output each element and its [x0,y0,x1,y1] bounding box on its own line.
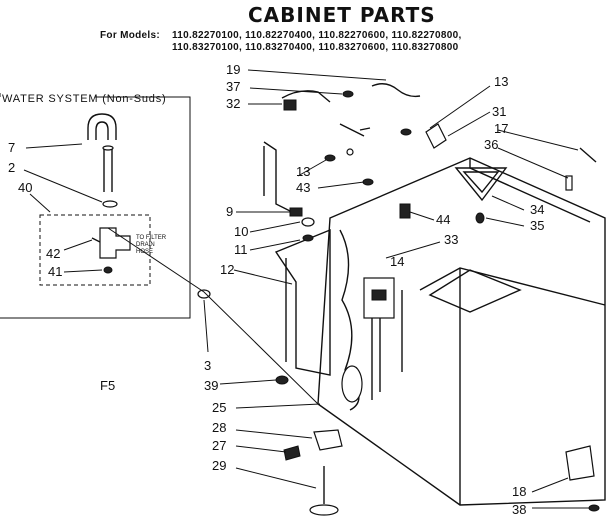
callout-13-lower: 13 [296,164,310,179]
inner-tub-top [428,269,522,313]
assembly-dashed-box [39,214,151,286]
callout-3: 3 [204,358,211,373]
rear-panel [274,228,331,376]
callout-38: 38 [512,502,526,517]
clip-27 [283,445,301,461]
inset-border [0,93,191,319]
callout-2: 2 [8,160,15,175]
water-system-label: WATER SYSTEM (Non-Suds) [2,93,166,105]
wire-harness [371,83,421,98]
filter-note-2: DRAIN [136,242,155,248]
tee-cap [103,266,113,274]
callout-9: 9 [226,204,233,219]
callout-37: 37 [226,79,240,94]
callout-44: 44 [436,212,450,227]
callout-18: 18 [512,484,526,499]
v-brace [454,167,508,202]
hose-pipe [263,141,297,215]
callout-10: 10 [234,224,248,239]
callout-31: 31 [492,104,506,119]
callout-40: 40 [18,180,32,195]
pipe [103,148,113,192]
leg-foot [309,504,339,516]
cabinet-vent [341,365,363,403]
key-17 [579,147,597,163]
callout-32: 32 [226,96,240,111]
screw [342,90,354,98]
water-system-inset: WATER SYSTEM (Non-Suds) TO FILTER DRAIN … [0,93,191,319]
cabinet-body [317,157,606,506]
callout-34: 34 [530,202,544,217]
bottom-parts [197,289,600,516]
clip-44 [399,203,411,219]
models-line-1: 110.82270100, 110.82270400, 110.82270600… [172,30,462,41]
top-parts [263,83,597,242]
panel-18 [565,445,595,481]
callout-17: 17 [494,121,508,136]
filter-note-1: TO FILTER [136,235,167,241]
callout-41: 41 [48,264,62,279]
clamp-3 [197,289,211,299]
diagram-title: CABINET PARTS [248,3,436,27]
screw-39 [275,375,289,385]
callout-28: 28 [212,420,226,435]
clamp [102,200,118,208]
models-line-2: 110.83270100, 110.83270400, 110.83270600… [172,42,459,53]
callout-labels: 19 37 32 13 31 17 36 7 2 40 42 41 9 10 1… [8,62,544,517]
callout-27: 27 [212,438,226,453]
callout-33: 33 [444,232,458,247]
callout-11: 11 [234,242,248,257]
callout-14: 14 [390,254,404,269]
bracket-28 [313,429,343,451]
callout-25: 25 [212,400,226,415]
leader-lines [23,69,590,509]
callout-36: 36 [484,137,498,152]
callout-39: 39 [204,378,218,393]
callout-35: 35 [530,218,544,233]
callout-7: 7 [8,140,15,155]
callout-43: 43 [296,180,310,195]
figure-code: F5 [100,378,115,393]
callout-13: 13 [494,74,508,89]
bracket-31 [425,123,447,149]
callout-29: 29 [212,458,226,473]
capacitor [339,123,371,137]
callout-12: 12 [220,262,234,277]
tee-fitting [99,227,131,259]
hose-bend [87,113,117,140]
callout-42: 42 [46,246,60,261]
models-prefix: For Models: [100,30,160,41]
callout-19: 19 [226,62,240,77]
rear-panel-outline [274,228,331,376]
